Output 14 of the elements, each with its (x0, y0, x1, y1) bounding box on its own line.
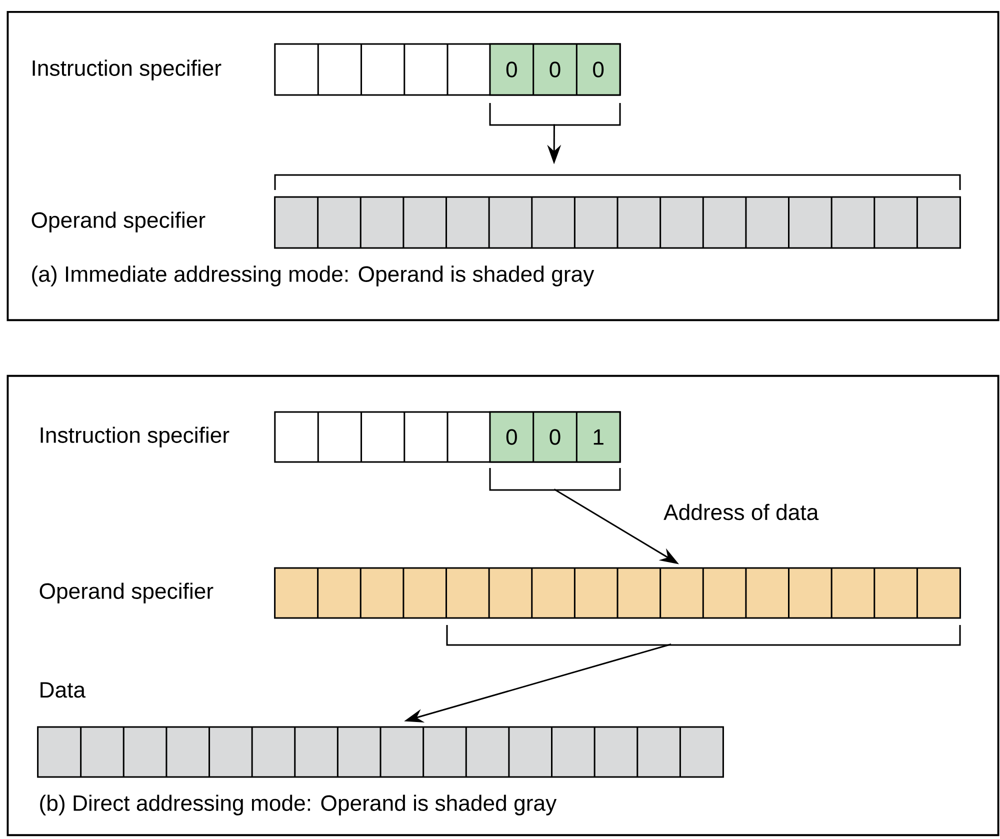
bit-value: 0 (550, 429, 560, 445)
panel-label: (a) Immediate addressing mode: Operand is shaded gray (32, 266, 594, 286)
bit-value: 1 (594, 429, 604, 445)
register-label: Data (40, 682, 86, 698)
bit-value: 0 (593, 62, 604, 78)
bit-value: 0 (506, 429, 517, 445)
register-label: Operand specifier (32, 212, 206, 232)
bit-value: 0 (506, 62, 517, 78)
register-label: Operand specifier (40, 582, 214, 604)
register-label: Instruction specifier (32, 60, 222, 80)
panel-label: (b) Direct addressing mode: Operand is shaded gray (40, 794, 557, 816)
edge-label: Address of data (660, 501, 822, 523)
register-label: Instruction specifier (40, 426, 230, 448)
bit-value: 0 (550, 62, 560, 78)
